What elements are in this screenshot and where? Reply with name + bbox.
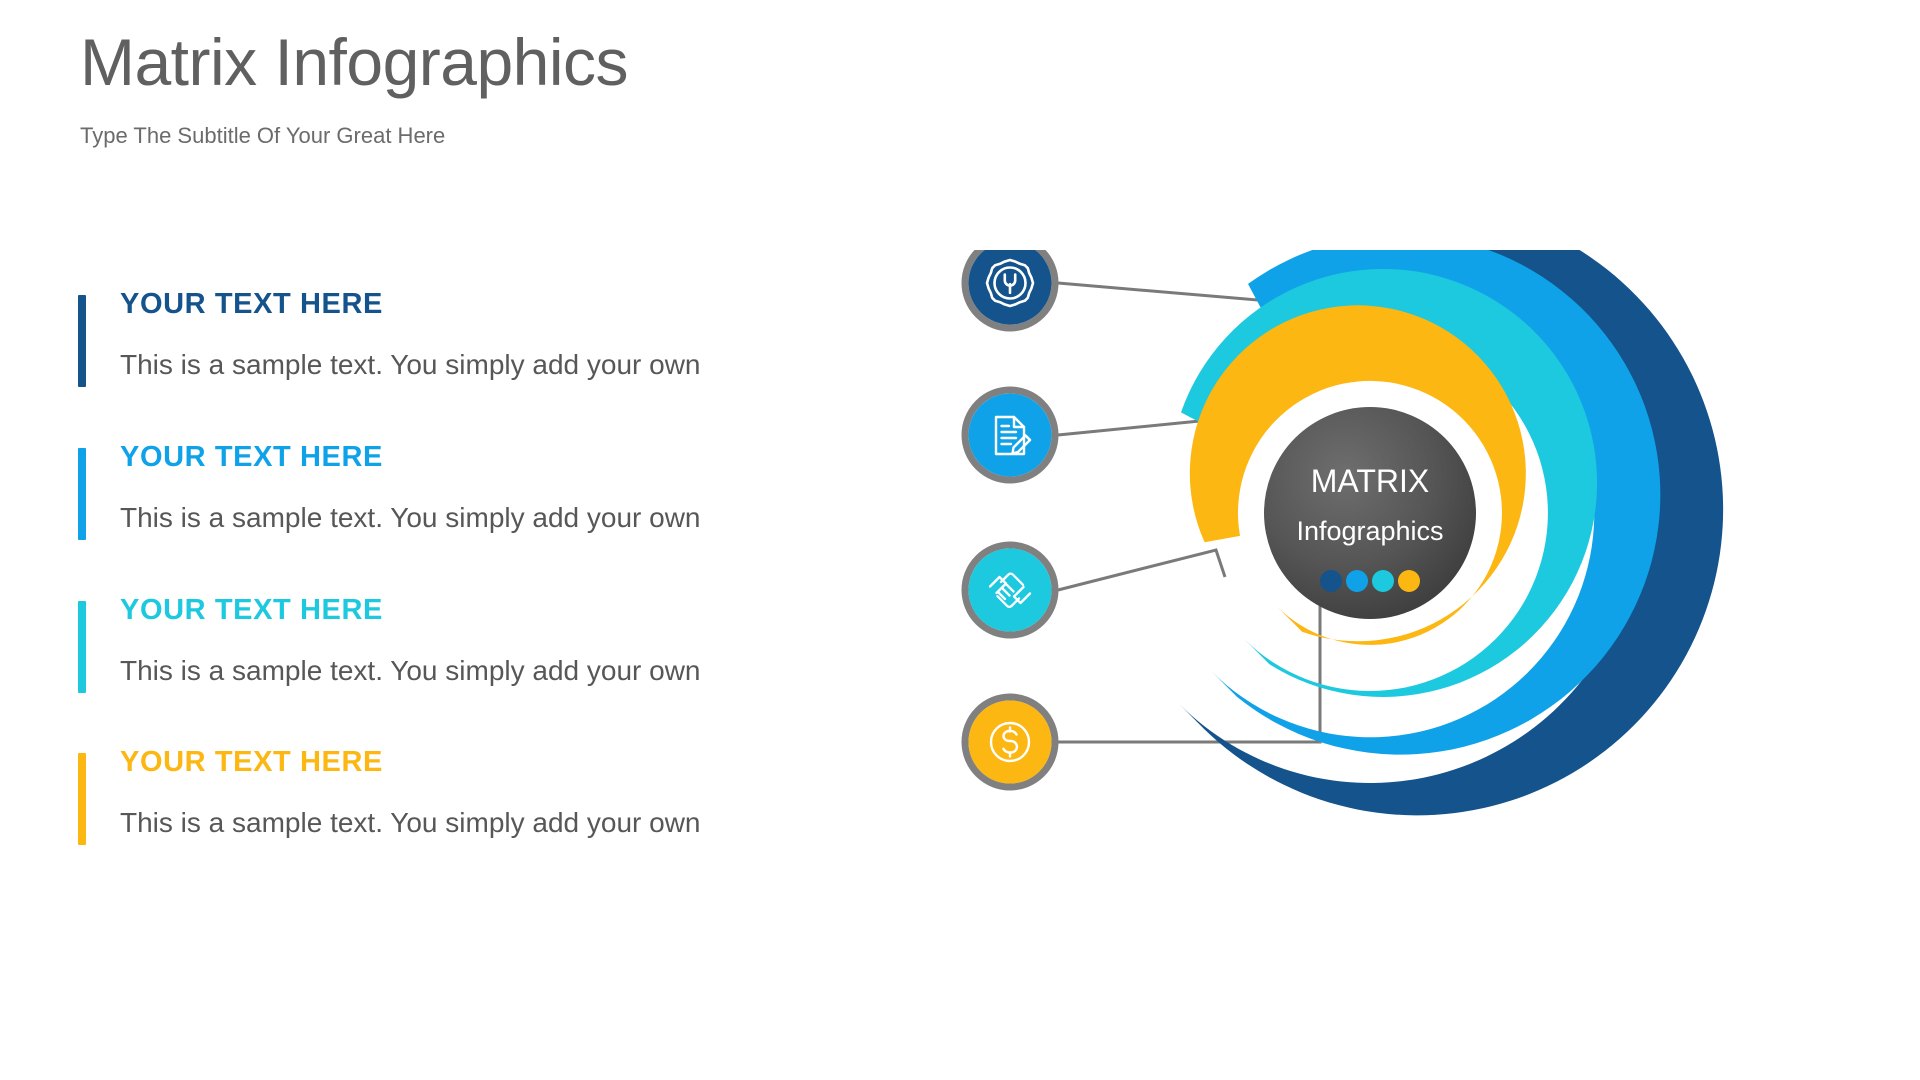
center-dots [1320,570,1420,592]
list-item-heading: YOUR TEXT HERE [120,288,383,320]
icon-badge-ring [961,693,1059,791]
center-circle [1264,407,1476,619]
list-item[interactable]: YOUR TEXT HERE This is a sample text. Yo… [78,593,818,693]
connector-line-3 [1057,548,1227,592]
icon-badge-fill [968,393,1052,477]
accent-bar [78,295,86,387]
icon-badge-4[interactable] [961,693,1059,791]
gear-wrench-icon [985,258,1035,308]
list-item[interactable]: YOUR TEXT HERE This is a sample text. Yo… [78,288,818,387]
icon-badge-ring [961,250,1059,332]
center-dot-3 [1372,570,1394,592]
document-pencil-icon [994,415,1032,456]
icon-badge-3[interactable] [961,541,1059,639]
connector-line-4 [1058,595,1322,744]
icon-badge-ring [961,386,1059,484]
list-item-body: This is a sample text. You simply add yo… [120,501,701,533]
ring-yellow [1189,305,1526,645]
icon-badge-2[interactable] [961,386,1059,484]
icon-badge-ring [961,541,1059,639]
list-item-heading: YOUR TEXT HERE [120,440,383,473]
center-dot-2 [1346,570,1368,592]
accent-bar [78,600,86,693]
center-dot-4 [1398,570,1420,592]
list-item-heading: YOUR TEXT HERE [120,746,383,779]
matrix-ring-diagram: MATRIX Infographics [940,250,1900,1010]
header: Matrix Infographics Type The Subtitle Of… [80,25,980,149]
center-subtitle: Infographics [1296,516,1443,546]
dollar-coin-icon [989,721,1031,763]
list-item-body: This is a sample text. You simply add yo… [120,654,701,686]
icon-badge-fill [968,548,1052,632]
accent-bar [78,447,86,540]
center-title: MATRIX [1311,463,1430,499]
text-item-list: YOUR TEXT HERE This is a sample text. Yo… [78,288,818,846]
accent-bar [78,753,86,846]
center-dot-1 [1320,570,1342,592]
list-item-heading: YOUR TEXT HERE [120,593,383,626]
page-subtitle: Type The Subtitle Of Your Great Here [80,123,446,149]
list-item-body: This is a sample text. You simply add yo… [120,807,701,839]
page-title: Matrix Infographics [80,25,629,99]
list-item[interactable]: YOUR TEXT HERE This is a sample text. Yo… [78,746,818,846]
icon-badge-1[interactable] [961,250,1059,332]
list-item-body: This is a sample text. You simply add yo… [120,349,701,380]
ring-group: MATRIX Infographics [1179,250,1724,816]
handshake-icon [988,572,1032,609]
list-item[interactable]: YOUR TEXT HERE This is a sample text. Yo… [78,440,818,540]
